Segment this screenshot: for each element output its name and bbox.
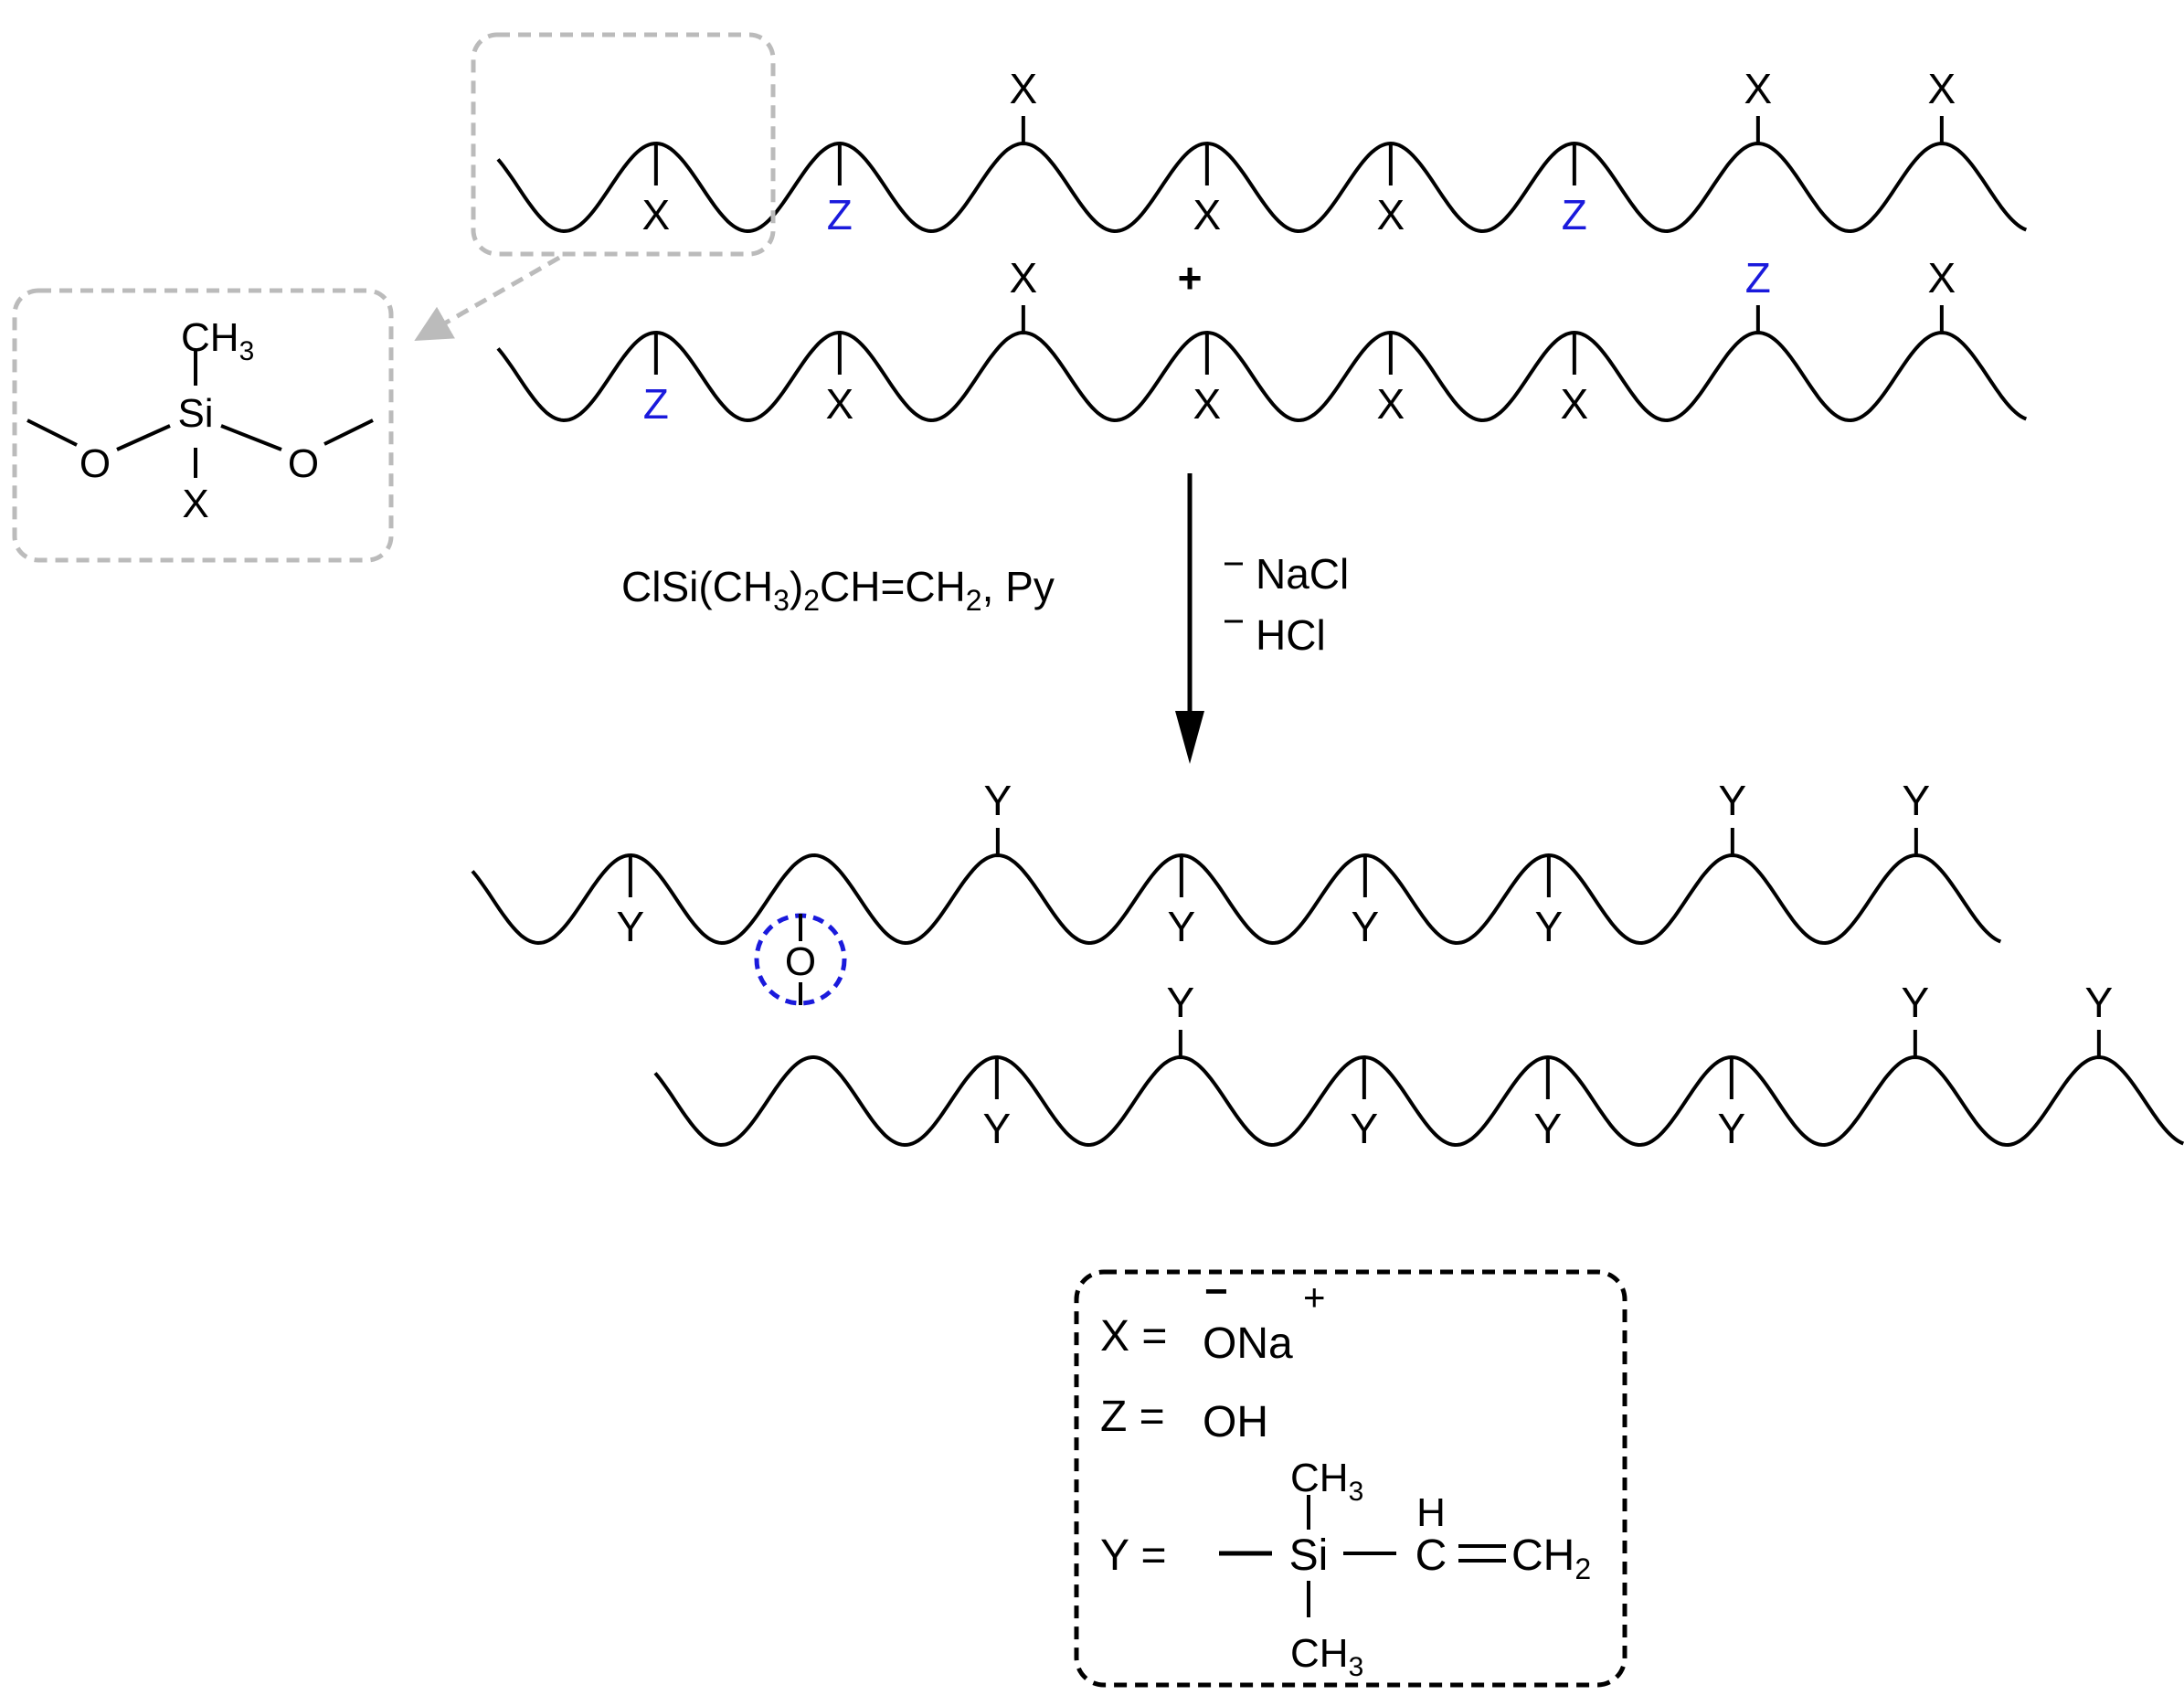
chain-backbone (471, 853, 2002, 946)
substituent-label: Z (1562, 191, 1587, 238)
chain-backbone (496, 141, 2028, 234)
monomer-substituent: X (182, 482, 208, 526)
substituent-label: X (642, 191, 671, 238)
polymer-chain-second: Z X X X X X Z X (496, 254, 2028, 428)
substituent-label: X (1744, 65, 1773, 112)
substituent-label: X (1928, 65, 1956, 112)
svg-text:HCl: HCl (1256, 611, 1326, 659)
reaction-arrow (1175, 473, 1204, 764)
svg-text:CH2: CH2 (1511, 1531, 1591, 1585)
svg-text:O: O (785, 939, 816, 984)
svg-text:CH3: CH3 (1290, 1631, 1363, 1682)
chain-backbone (496, 330, 2028, 423)
svg-text:OH: OH (1203, 1398, 1268, 1446)
substituent-label: Y (2085, 979, 2114, 1026)
substituent-label: Z (827, 191, 853, 238)
substituent-label: X (1928, 254, 1956, 302)
chain-backbone (653, 1054, 2184, 1148)
svg-text:H: H (1416, 1490, 1446, 1535)
substituent-label: X (1193, 191, 1222, 238)
svg-text:Y =: Y = (1100, 1531, 1167, 1580)
crosslinked-chain-upper: Y Y Y Y Y Y Y (471, 777, 2002, 950)
monomer-box: CH3 Si O O X (12, 288, 394, 563)
substituent-label: Y (1902, 979, 1930, 1026)
zoom-arrow (414, 255, 561, 341)
svg-text:−: − (1204, 1269, 1228, 1314)
svg-text:CH3: CH3 (1290, 1456, 1363, 1507)
monomer-methyl: CH3 (181, 315, 254, 366)
polymer-chain-top: X Z X X X Z X X (496, 65, 2028, 238)
substituent-label: Y (1903, 777, 1931, 824)
svg-text:Si: Si (1289, 1531, 1329, 1580)
substituent-label: X (1010, 65, 1038, 112)
monomer-silicon: Si (177, 391, 213, 436)
substituent-label: X (1561, 380, 1589, 428)
substituent-label: Y (1352, 903, 1380, 950)
substituent-label: Y (1351, 1105, 1379, 1152)
byproduct-nacl: NaCl (1225, 550, 1349, 598)
substituent-label: Y (1719, 777, 1747, 824)
substituent-label: X (1377, 380, 1405, 428)
byproduct-hcl: HCl (1225, 611, 1326, 659)
legend-box: X = ONa − + Z = OH Y = Si CH3 CH3 C H CH… (1074, 1269, 1627, 1688)
substituent-label: X (1377, 191, 1405, 238)
svg-text:NaCl: NaCl (1256, 550, 1349, 598)
svg-text:+: + (1303, 1276, 1326, 1319)
svg-text:ONa: ONa (1203, 1319, 1293, 1368)
highlight-box (471, 32, 776, 257)
crosslinked-chain-lower: Y Y Y Y Y Y Y (653, 979, 2184, 1152)
substituent-label: Y (617, 903, 645, 950)
substituent-label: Z (643, 380, 669, 428)
svg-text:C: C (1415, 1531, 1447, 1580)
reagent-label: ClSi(CH3)2CH=CH2, Py (621, 563, 1055, 617)
plus-sign: + (1178, 254, 1203, 302)
crosslink-oxygen: O (754, 913, 847, 1006)
monomer-left-oxygen: O (80, 441, 111, 486)
legend-x-row: X = ONa − + (1100, 1269, 1326, 1368)
substituent-label: Y (1535, 903, 1564, 950)
substituent-label: Y (1718, 1105, 1746, 1152)
substituent-label: X (1010, 254, 1038, 302)
substituent-label: X (826, 380, 854, 428)
substituent-label: Y (983, 1105, 1012, 1152)
substituent-label: Y (1534, 1105, 1563, 1152)
svg-text:X =: X = (1100, 1312, 1167, 1361)
substituent-label: Y (1167, 979, 1195, 1026)
legend-y-row: Y = Si CH3 CH3 C H CH2 (1100, 1456, 1591, 1682)
legend-z-row: Z = OH (1100, 1393, 1268, 1446)
monomer-right-oxygen: O (288, 441, 319, 486)
substituent-label: X (1193, 380, 1222, 428)
substituent-label: Y (1168, 903, 1196, 950)
svg-text:Z =: Z = (1100, 1393, 1165, 1441)
substituent-label: Y (984, 777, 1012, 824)
substituent-label: Z (1745, 254, 1771, 302)
